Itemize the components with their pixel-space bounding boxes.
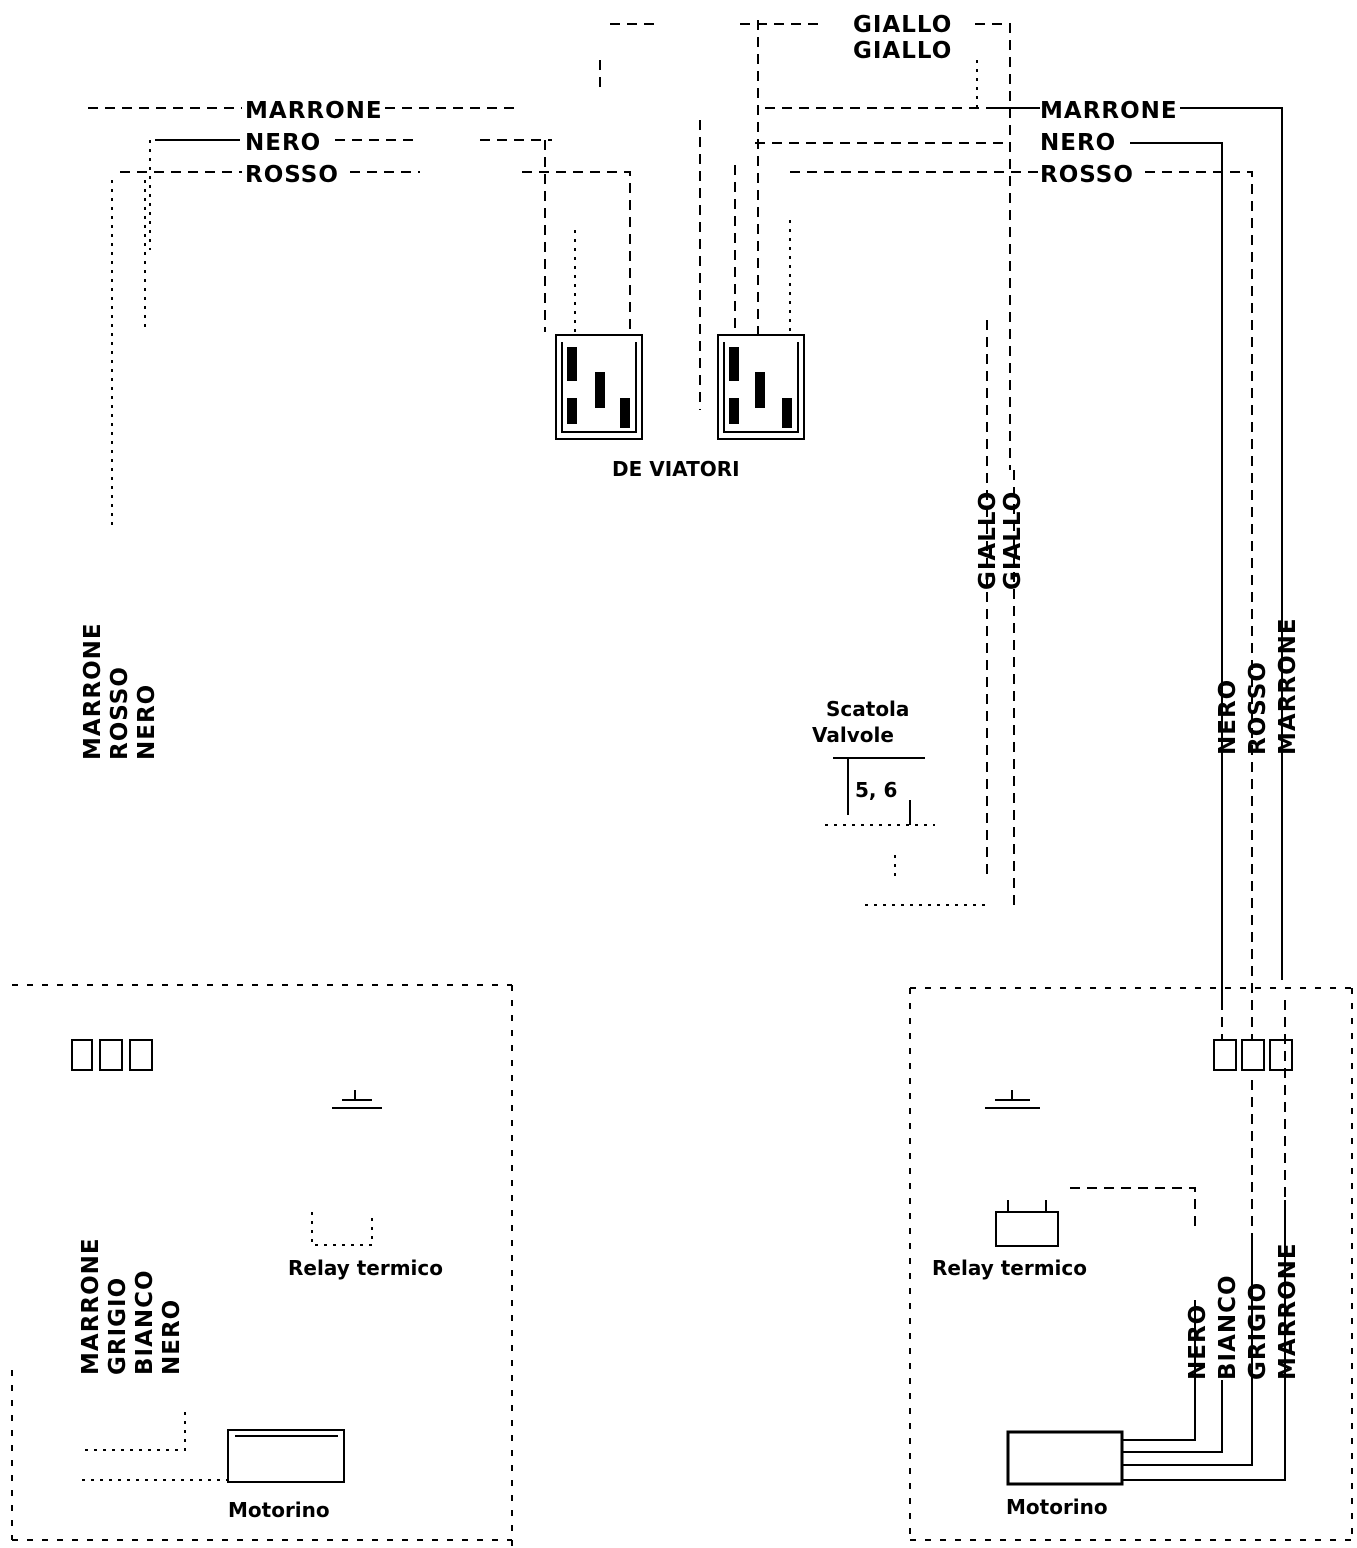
label-right-vertical-rosso: ROSSO: [1245, 661, 1271, 755]
label-giallo-top-2: GIALLO: [853, 38, 952, 64]
label-right-vertical-marrone: MARRONE: [1275, 617, 1301, 755]
deviatore-switch-left: [555, 334, 643, 440]
label-right-nero: NERO: [1040, 130, 1116, 156]
label-right-vertical-nero: NERO: [1215, 679, 1241, 755]
label-left-vertical-marrone: MARRONE: [80, 622, 106, 760]
label-giallo-top-1: GIALLO: [853, 12, 952, 38]
label-valvole: Valvole: [812, 723, 894, 747]
label-deviatori: DE VIATORI: [612, 457, 740, 481]
top-right-harness: [790, 107, 1283, 1000]
bottom-left-box: [11, 984, 513, 1548]
label-motor-right-wire-2: BIANCO: [1215, 1274, 1241, 1380]
label-motorino-right: Motorino: [1006, 1495, 1108, 1519]
deviatore-switch-right: [717, 334, 805, 440]
label-right-marrone: MARRONE: [1040, 98, 1178, 124]
label-motor-right-wire-4: MARRONE: [1275, 1242, 1301, 1380]
label-relay-termico-left: Relay termico: [288, 1256, 443, 1280]
label-giallo-vertical-2: GIALLO: [1000, 491, 1026, 590]
label-motor-right-wire-1: NERO: [1185, 1304, 1211, 1380]
label-motor-left-wire-2: GRIGIO: [105, 1277, 131, 1375]
label-motor-left-wire-4: NERO: [159, 1299, 185, 1375]
label-motor-left-wire-3: BIANCO: [132, 1269, 158, 1375]
label-giallo-vertical-1: GIALLO: [975, 491, 1001, 590]
label-motorino-left: Motorino: [228, 1498, 330, 1522]
label-left-vertical-rosso: ROSSO: [107, 666, 133, 760]
fuse-box: [825, 757, 985, 906]
top-center-harness: [599, 20, 1011, 470]
label-motor-left-wire-1: MARRONE: [78, 1237, 104, 1375]
label-motor-right-wire-3: GRIGIO: [1245, 1282, 1271, 1380]
bottom-right-box: [909, 987, 1353, 1541]
label-fuse-number: 5, 6: [855, 778, 897, 802]
label-left-nero: NERO: [245, 130, 321, 156]
label-right-rosso: ROSSO: [1040, 162, 1134, 188]
label-relay-termico-right: Relay termico: [932, 1256, 1087, 1280]
label-left-rosso: ROSSO: [245, 162, 339, 188]
label-scatola: Scatola: [826, 697, 909, 721]
label-left-marrone: MARRONE: [245, 98, 383, 124]
label-left-vertical-nero: NERO: [134, 684, 160, 760]
top-left-harness: [88, 107, 631, 525]
